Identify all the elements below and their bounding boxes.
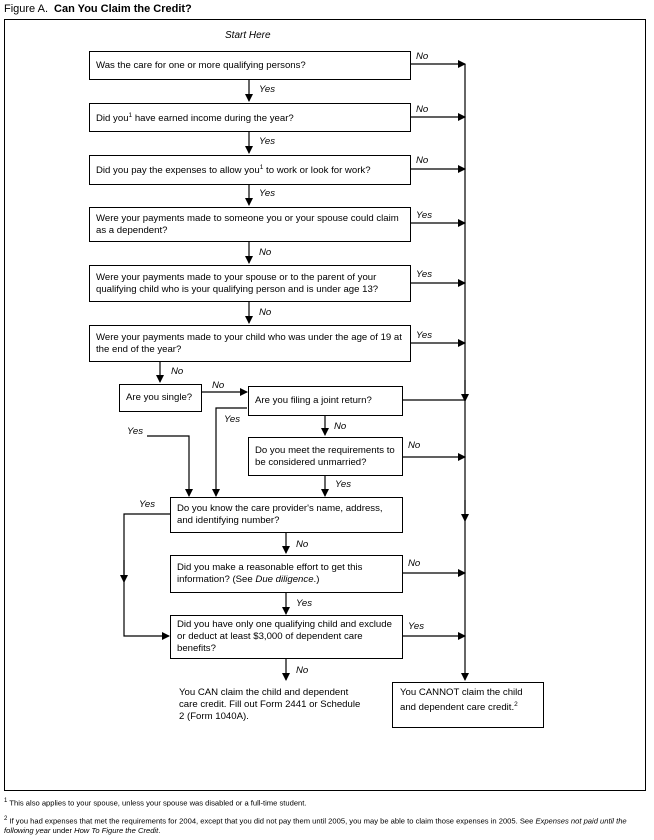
question-earned-income: Did you1 have earned income during the y… (89, 103, 411, 132)
figure-title: Figure A. Can You Claim the Credit? (4, 3, 192, 15)
question-text: Did you (96, 113, 129, 125)
footnote-ref: 1 (259, 164, 264, 172)
q11-no-label: No (408, 558, 421, 569)
q8-yes-connector (212, 407, 247, 497)
question-dependent-payments: Were your payments made to someone you o… (89, 207, 411, 242)
due-diligence-link-text: Due diligence (255, 574, 314, 585)
outcome-can-claim: You CAN claim the child and dependent ca… (172, 683, 372, 727)
figure-heading: Can You Claim the Credit? (54, 3, 192, 15)
flowchart-frame (4, 19, 646, 791)
q8-yes-label: Yes (224, 414, 241, 425)
q10-yes-label: Yes (139, 499, 156, 510)
footnote-ref: 1 (128, 111, 133, 119)
footnote-text-cont: under (50, 826, 75, 836)
footnote-2: 2 If you had expenses that met the requi… (4, 815, 644, 836)
question-text-cont: have earned income during the year? (132, 113, 294, 125)
question-text: Were your payments made to your child wh… (96, 331, 402, 355)
q10-no-label: No (296, 539, 309, 550)
question-dependent-care-benefits: Did you have only one qualifying child a… (170, 615, 403, 659)
footnote-italic-ref: Expenses not paid until the following ye… (4, 816, 627, 836)
question-text: Was the care for one or more qualifying … (96, 59, 306, 71)
q1-yes-label: Yes (259, 84, 276, 95)
question-text: Did you have only one qualifying child a… (177, 619, 392, 654)
question-due-diligence: Did you make a reasonable effort to get … (170, 555, 403, 593)
question-text: Were your payments made to someone you o… (96, 212, 399, 236)
start-here-label: Start Here (225, 30, 271, 41)
q4-yes-label: Yes (416, 210, 433, 221)
footnote-text: This also applies to your spouse, unless… (9, 798, 307, 808)
footnote-ref: 2 (514, 701, 518, 708)
q10-yes-connector (123, 513, 170, 640)
outcome-text: You CANNOT claim the child and dependent… (400, 687, 523, 714)
question-text: Do you know the care provider's name, ad… (177, 503, 383, 526)
footnote-1: 1 This also applies to your spouse, unle… (4, 797, 644, 808)
q9-no-label: No (408, 440, 421, 451)
q6-yes-label: Yes (416, 330, 433, 341)
footnote-italic-ref-2: How To Figure the Credit (74, 826, 159, 836)
question-text: Are you single? (126, 392, 193, 403)
question-text: Were your payments made to your spouse o… (96, 271, 379, 295)
q11-yes-label: Yes (296, 598, 313, 609)
q12-no-label: No (296, 665, 309, 676)
outcome-cannot-claim: You CANNOT claim the child and dependent… (392, 682, 544, 728)
q1-no-label: No (416, 51, 429, 62)
q5-no-label: No (259, 307, 272, 318)
question-unmarried: Do you meet the requirements to be consi… (248, 437, 403, 476)
q2-no-label: No (416, 104, 429, 115)
outcome-text: You CAN claim the child and dependent ca… (179, 687, 361, 722)
q7-yes-connector (147, 435, 193, 497)
question-text: Do you meet the requirements to be consi… (255, 444, 395, 468)
q6-no-label: No (171, 366, 184, 377)
question-care-provider-info: Do you know the care provider's name, ad… (170, 497, 403, 533)
q9-yes-label: Yes (335, 479, 352, 490)
q5-yes-label: Yes (416, 269, 433, 280)
question-text-cont: .) (313, 574, 320, 585)
question-spouse-parent-payments: Were your payments made to your spouse o… (89, 265, 411, 302)
q8-no-label: No (334, 421, 347, 432)
footnote-text-end: . (158, 826, 161, 836)
q2-yes-label: Yes (259, 136, 276, 147)
question-joint-return: Are you filing a joint return? (248, 386, 403, 416)
question-single: Are you single? (119, 384, 202, 412)
footnote-number: 1 (4, 798, 8, 804)
question-text-cont: to work or look for work? (263, 165, 371, 177)
question-text: Did you pay the expenses to allow you (96, 165, 260, 177)
figure-label: Figure A. (4, 3, 49, 15)
q3-yes-label: Yes (259, 188, 276, 199)
question-child-payments: Were your payments made to your child wh… (89, 325, 411, 362)
question-text: Did you make a reasonable effort to get … (177, 562, 363, 585)
footnote-number: 2 (4, 816, 8, 822)
q12-yes-label: Yes (408, 621, 425, 632)
question-work-expenses: Did you pay the expenses to allow you1 t… (89, 155, 411, 185)
footnote-text: If you had expenses that met the require… (9, 816, 536, 826)
q3-no-label: No (416, 155, 429, 166)
q7-no-label: No (212, 380, 225, 391)
q4-no-label: No (259, 247, 272, 258)
q7-yes-label: Yes (127, 426, 144, 437)
question-qualifying-persons: Was the care for one or more qualifying … (89, 51, 411, 80)
question-text: Are you filing a joint return? (255, 395, 372, 406)
